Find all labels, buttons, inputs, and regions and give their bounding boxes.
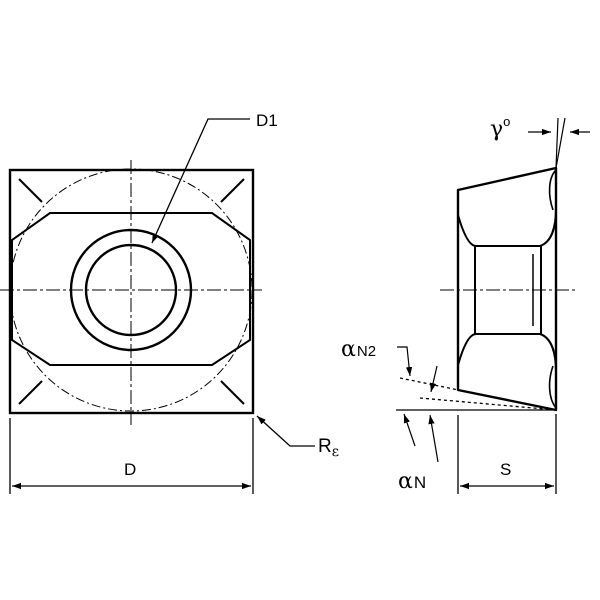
countersink-lower bbox=[457, 333, 557, 373]
d-label: D bbox=[124, 460, 136, 479]
alpha-n-leader bbox=[403, 413, 439, 463]
r-epsilon-label: Rε bbox=[318, 436, 339, 460]
s-label: S bbox=[500, 460, 511, 479]
d1-leader bbox=[151, 118, 250, 244]
corner-chamfers bbox=[18, 178, 245, 405]
gamma-label: γo bbox=[490, 114, 510, 142]
s-dimension bbox=[457, 414, 557, 494]
r-epsilon-leader bbox=[256, 415, 315, 447]
countersink-upper bbox=[457, 207, 557, 247]
front-view bbox=[0, 160, 262, 425]
front-centerlines bbox=[0, 160, 262, 425]
side-view bbox=[440, 166, 575, 412]
clearance-angle-lines bbox=[396, 377, 557, 411]
d1-label: D1 bbox=[256, 111, 278, 130]
gamma-angle bbox=[528, 117, 590, 169]
edge-curl-top bbox=[548, 169, 557, 211]
alpha-n2-leader bbox=[397, 346, 438, 393]
d-dimension bbox=[9, 418, 254, 494]
alpha-n-label: αN bbox=[398, 469, 426, 494]
alpha-n2-label: αN2 bbox=[341, 337, 376, 362]
edge-curl-bottom bbox=[548, 365, 557, 409]
chipbreaker-outline bbox=[11, 212, 251, 366]
